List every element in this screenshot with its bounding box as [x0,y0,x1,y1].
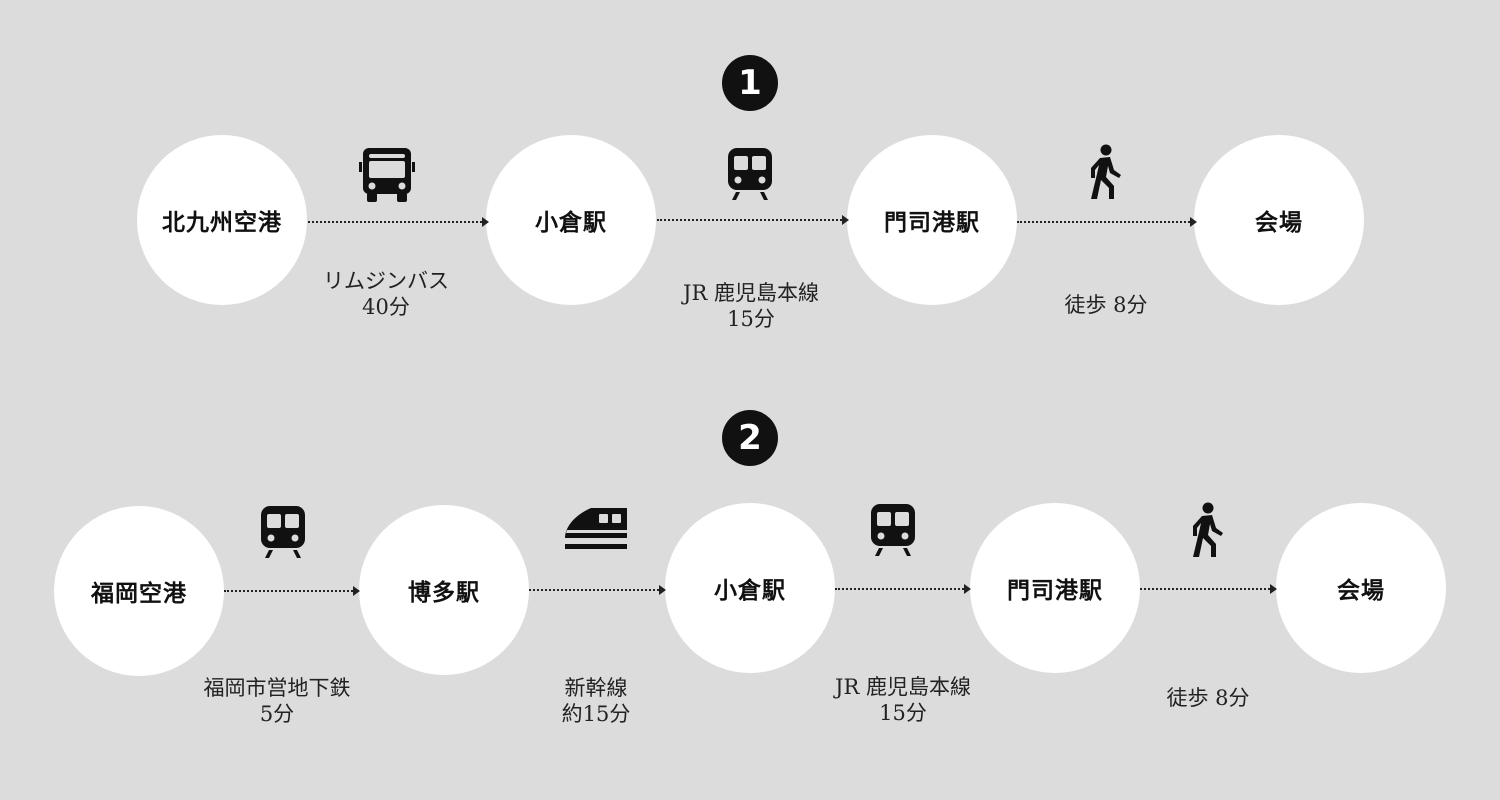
line-name: 徒歩 8分 [1064,293,1148,317]
station-label: 会場 [1337,578,1385,604]
connector-arrow [1017,217,1197,227]
line-name: JR 鹿児島本線 [835,675,971,699]
line-name: 徒歩 8分 [1166,686,1250,710]
station-kokura: 小倉駅 [665,503,835,673]
train-icon [728,148,772,200]
line-name: リムジンバス [323,269,449,293]
travel-time: 5分 [259,702,295,726]
connector-arrow [835,584,971,594]
station-label: 会場 [1255,210,1303,236]
transit-label: 福岡市営地下鉄 5分 [204,675,351,727]
travel-time: 15分 [879,701,927,725]
connector-arrow [224,586,360,596]
transit-label: 徒歩 8分 [1064,292,1147,318]
station-venue: 会場 [1194,135,1364,305]
travel-time: 約15分 [561,702,631,726]
line-name: 新幹線 [564,676,628,700]
subway-train-icon [261,506,305,558]
walking-person-icon [1193,502,1223,557]
shinkansen-icon [565,508,627,549]
connector-arrow [529,585,666,595]
travel-time: 40分 [362,295,410,319]
route-number-badge: 1 [722,55,778,111]
walking-person-icon [1091,144,1121,199]
route-number-badge: 2 [722,410,778,466]
transit-label: JR 鹿児島本線 15分 [835,674,971,726]
station-label: 小倉駅 [714,578,786,604]
station-label: 門司港駅 [884,210,980,236]
station-label: 北九州空港 [162,210,282,236]
station-kokura: 小倉駅 [486,135,656,305]
transit-label: JR 鹿児島本線 15分 [683,280,819,332]
station-label: 福岡空港 [91,581,187,607]
transit-label: 新幹線 約15分 [562,675,631,727]
station-fukuoka-airport: 福岡空港 [54,506,224,676]
transit-label: リムジンバス 40分 [323,268,449,320]
station-venue: 会場 [1276,503,1446,673]
connector-arrow [657,215,849,225]
bus-icon [359,148,415,202]
station-hakata: 博多駅 [359,505,529,675]
station-label: 小倉駅 [535,210,607,236]
station-label: 博多駅 [408,580,480,606]
station-mojiko: 門司港駅 [847,135,1017,305]
station-mojiko: 門司港駅 [970,503,1140,673]
line-name: 福岡市営地下鉄 [203,676,351,700]
transit-label: 徒歩 8分 [1166,685,1249,711]
station-kitakyushu-airport: 北九州空港 [137,135,307,305]
train-icon [871,504,915,556]
connector-arrow [308,217,489,227]
connector-arrow [1140,584,1277,594]
travel-time: 15分 [727,307,775,331]
line-name: JR 鹿児島本線 [683,281,819,305]
station-label: 門司港駅 [1007,578,1103,604]
